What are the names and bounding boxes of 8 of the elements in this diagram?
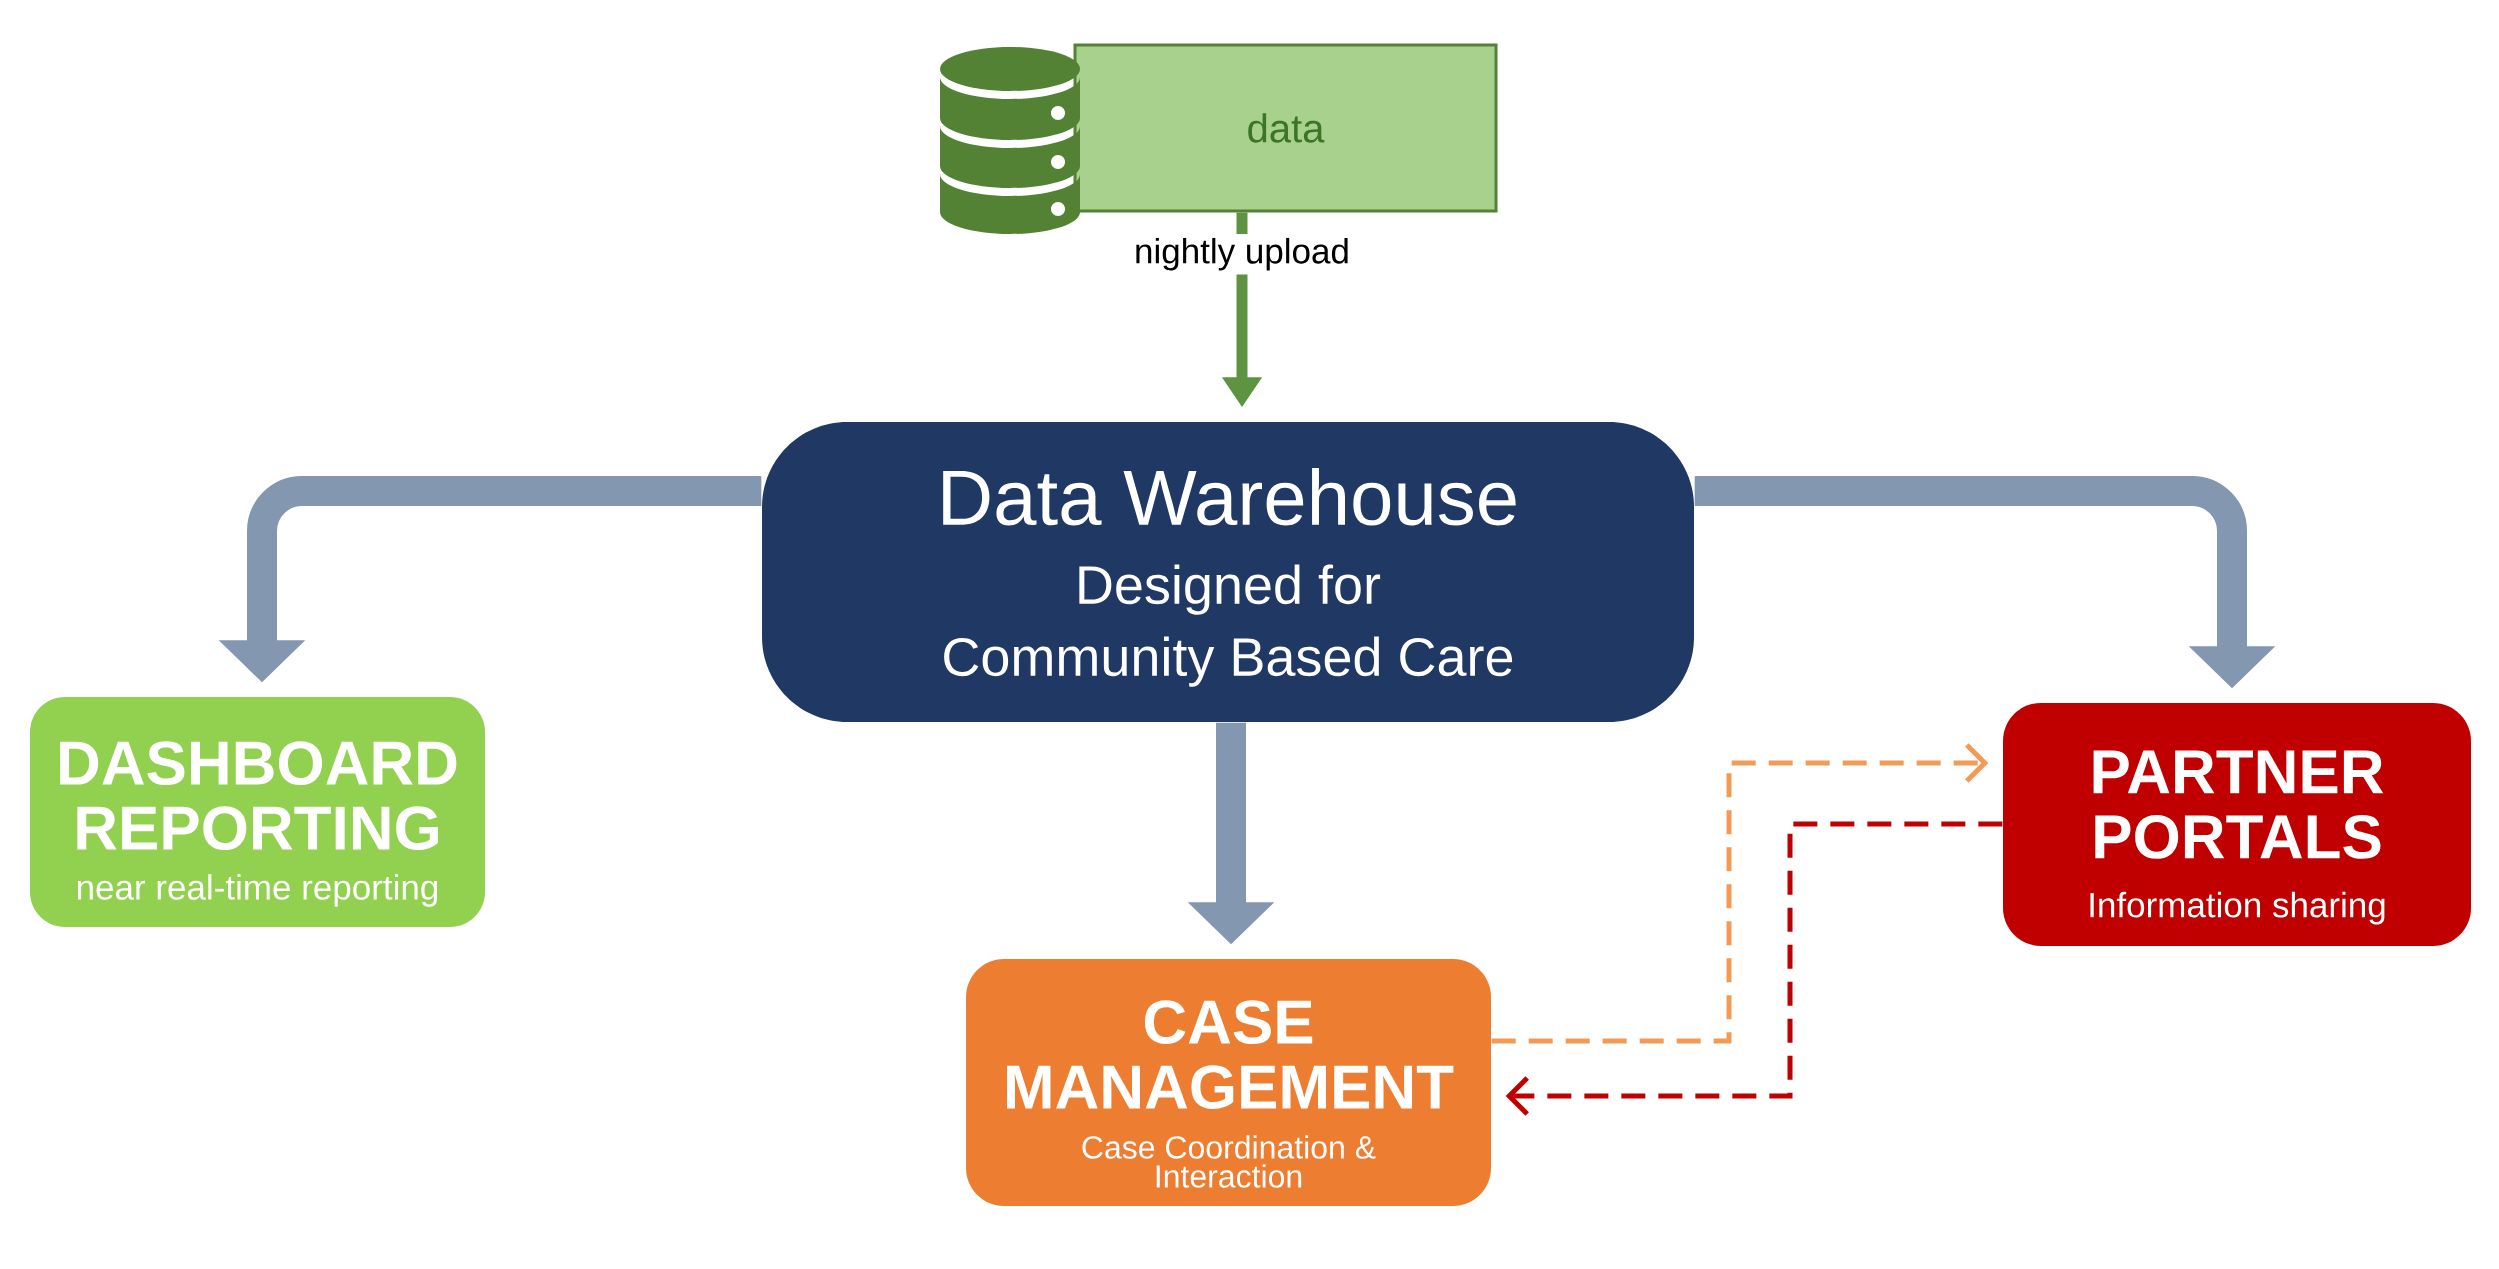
dashed-arrow	[1505, 821, 2003, 1116]
edge-label: nightly upload	[1130, 233, 1354, 275]
process-box: DASHBOARD REPORTING near real-time reporting	[30, 697, 485, 927]
dashed-arrow	[1491, 743, 1989, 1044]
process-box: PARTNER PORTALS Information sharing	[2003, 703, 2471, 946]
source-box: data	[1073, 43, 1498, 213]
process-box: CASE MANAGEMENT Case Coordination & Interaction	[966, 959, 1491, 1206]
process-box: Data Warehouse Designed for Community Based Care	[762, 422, 1694, 722]
